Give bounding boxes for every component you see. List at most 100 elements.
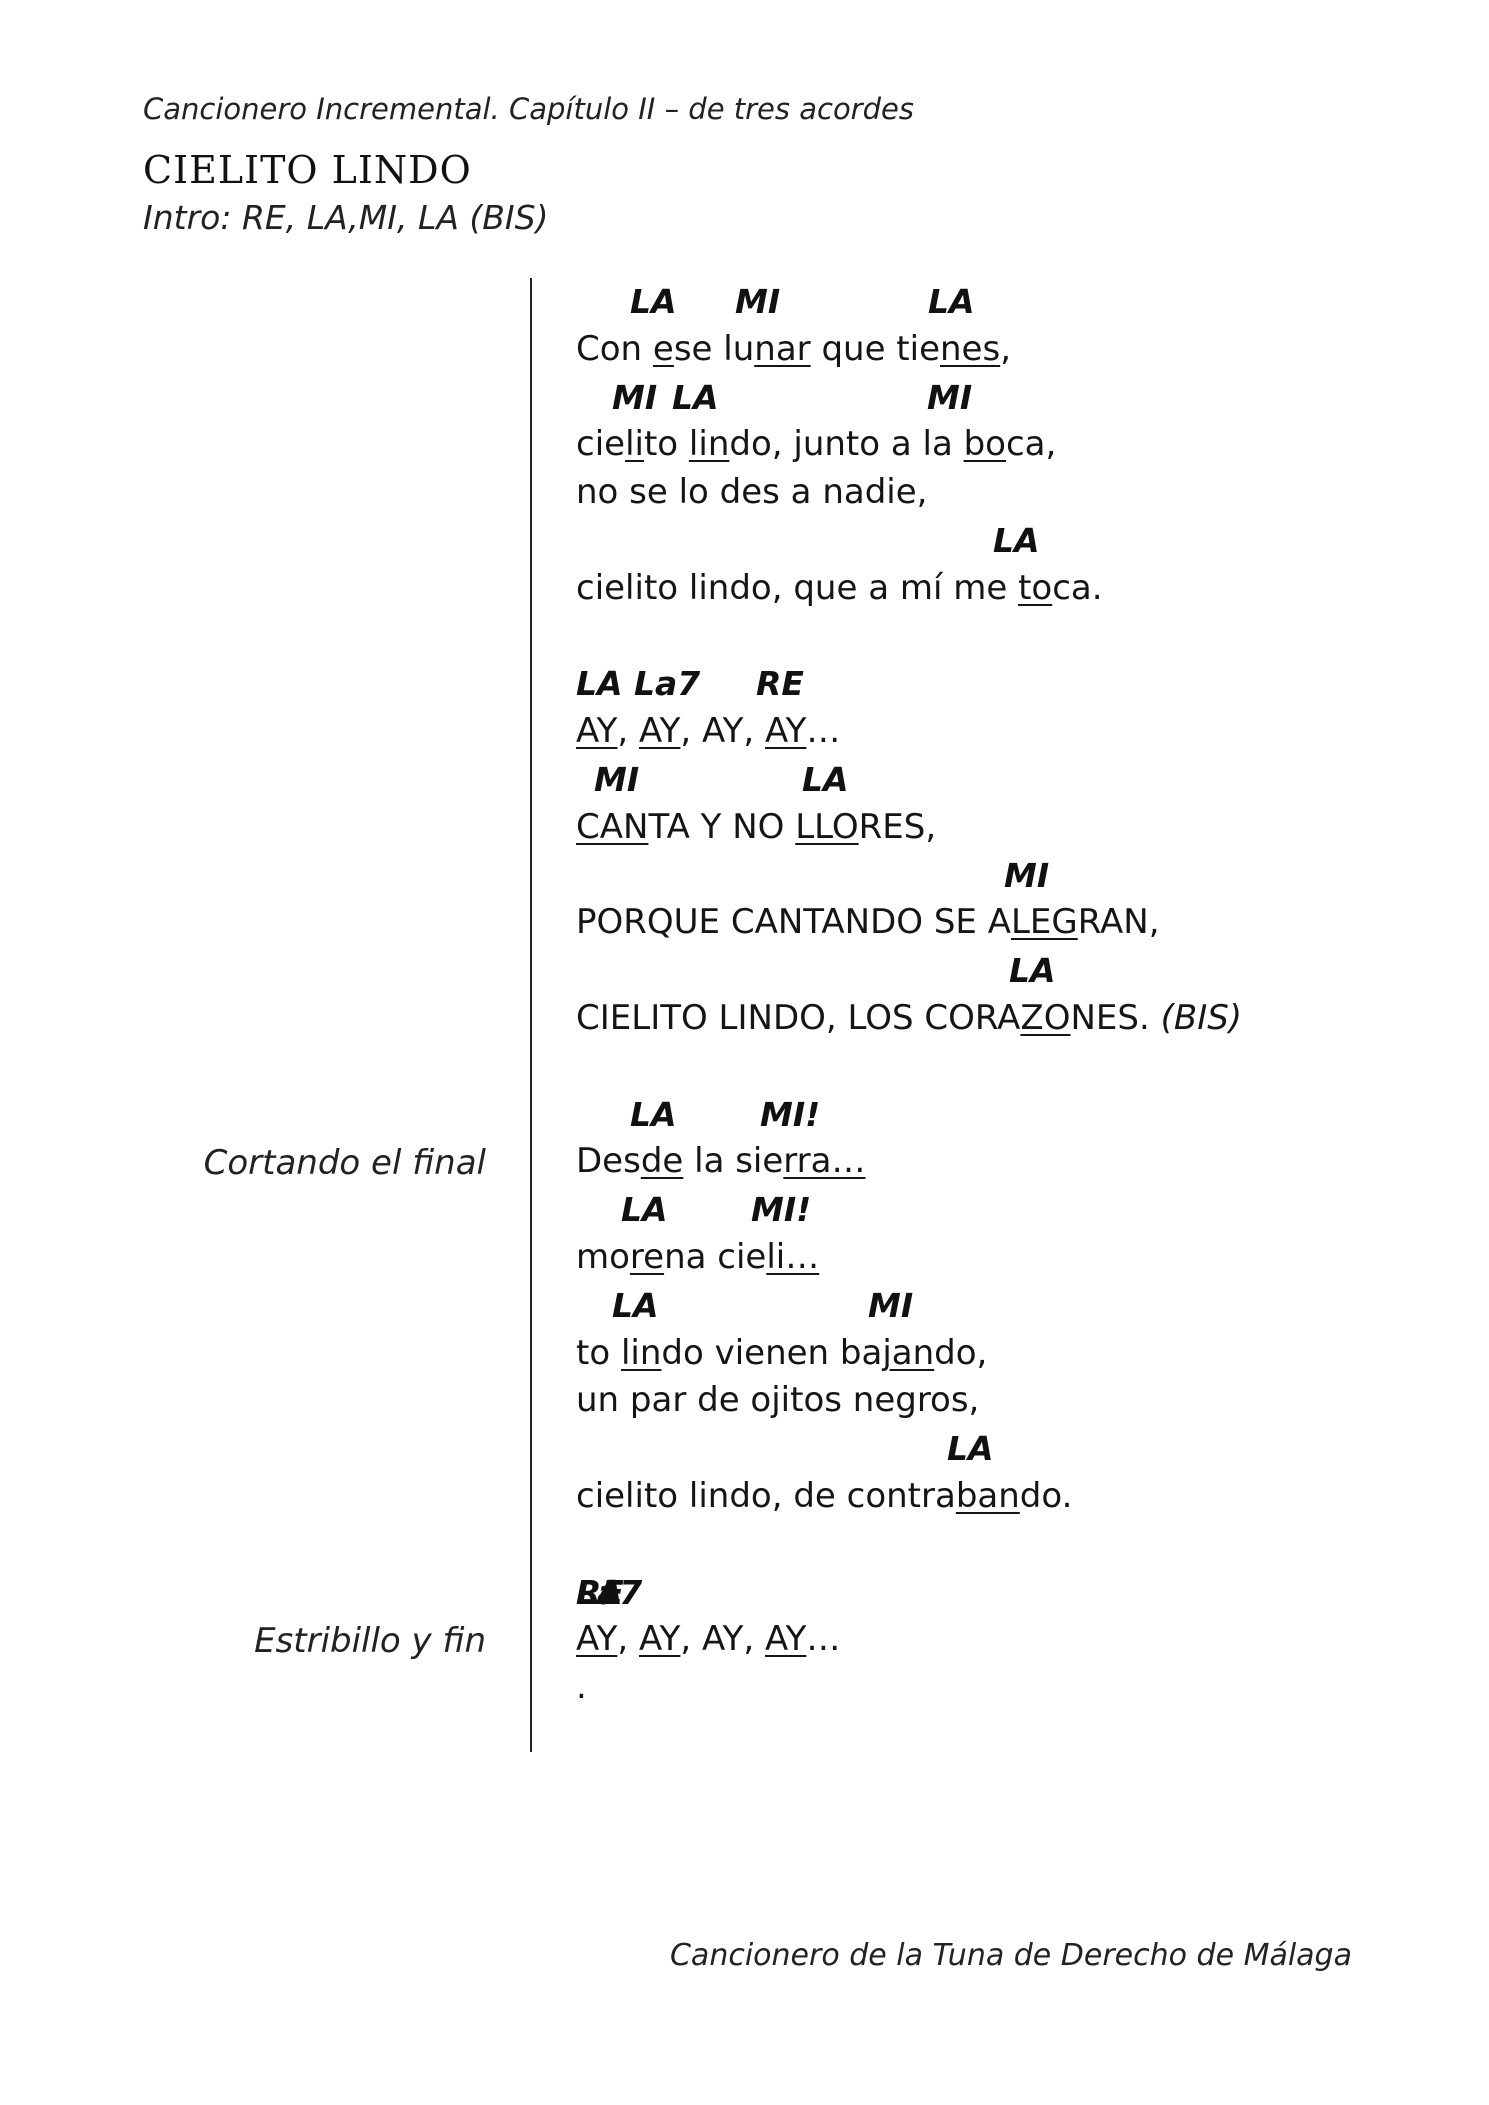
- lyric-text: un par de ojitos negros,: [576, 1380, 979, 1420]
- chord: MI: [735, 282, 781, 321]
- lyric-fragment: do, junto a la: [729, 424, 964, 465]
- stressed-syllable: jan: [882, 1332, 935, 1373]
- chord: LA: [576, 1572, 623, 1612]
- lyric-text: PORQUE CANTANDO SE ALEGRAN,: [576, 902, 1160, 942]
- stressed-syllable: nes: [940, 328, 1001, 369]
- lyric-text: cielito lindo, junto a la boca,: [576, 424, 1056, 464]
- repeat-marker: (BIS): [1160, 997, 1243, 1038]
- stressed-syllable: AY: [576, 1619, 618, 1660]
- chord-line: MI LA: [576, 756, 1436, 804]
- stressed-syllable: re: [629, 1236, 665, 1277]
- stressed-syllable: AY: [765, 1619, 807, 1660]
- chord: LA: [993, 520, 1040, 560]
- lyric-text: morena cieli…: [576, 1237, 819, 1277]
- chord-line: LA MI: [576, 1282, 1436, 1330]
- chord-line: LA MI!: [576, 1091, 1436, 1139]
- lyric-fragment: RES,: [858, 806, 937, 847]
- lyric-line: .: [576, 1664, 1436, 1712]
- chord: MI!: [751, 1190, 812, 1230]
- stanza-gap: [576, 613, 1436, 661]
- lyric-fragment: …: [806, 1619, 841, 1660]
- lyric-text: AY, AY, AY, AY…: [576, 1619, 840, 1659]
- lyric-text: Con ese lunar que tienes,: [576, 329, 1011, 369]
- page-header: Cancionero Incremental. Capítulo II – de…: [143, 92, 914, 237]
- stressed-syllable: rra…: [783, 1141, 866, 1182]
- chord: LA: [947, 1429, 994, 1469]
- stressed-syllable: e: [652, 328, 674, 369]
- stressed-syllable: li: [625, 424, 644, 465]
- lyric-fragment: NES.: [1070, 997, 1161, 1038]
- chord-line: LA: [576, 517, 1436, 565]
- lyric-line: Con ese lunar que tienes,: [576, 326, 1436, 374]
- lyric-fragment: no se lo des a nadie,: [576, 472, 928, 513]
- lyric-fragment: , AY,: [680, 1619, 766, 1660]
- lyric-fragment: la sie: [683, 1141, 784, 1182]
- footer-text: Cancionero de la Tuna de Derecho de Mála…: [669, 1938, 1352, 1973]
- lyric-text: CIELITO LINDO, LOS CORAZONES. (BIS): [576, 998, 1242, 1038]
- stressed-syllable: LEG: [1010, 902, 1078, 943]
- lyric-fragment: do.: [1019, 1475, 1073, 1516]
- stressed-syllable: AY: [765, 711, 807, 752]
- chord: LA: [672, 377, 719, 417]
- lyric-text: Desde la sierra…: [576, 1141, 866, 1181]
- lyric-fragment: ca,: [1005, 424, 1057, 465]
- chord: MI: [594, 759, 640, 799]
- lyric-line: PORQUE CANTANDO SE ALEGRAN,: [576, 899, 1436, 947]
- lyric-fragment: to: [643, 424, 689, 465]
- lyric-fragment: cielito lindo, que a mí me: [576, 567, 1019, 608]
- stressed-syllable: AY: [639, 711, 681, 752]
- lyric-line: to lindo vienen bajando,: [576, 1330, 1436, 1378]
- lyric-text: .: [576, 1667, 587, 1707]
- lyric-fragment: to: [576, 1332, 621, 1373]
- chord: La7: [634, 664, 701, 704]
- lyric-fragment: cielito lindo, de contra: [576, 1475, 956, 1516]
- lyric-fragment: PORQUE CANTANDO SE A: [576, 902, 1011, 943]
- lyric-line: no se lo des a nadie,: [576, 469, 1436, 517]
- chord-line: LA: [576, 1425, 1436, 1473]
- lyric-fragment: Des: [576, 1141, 641, 1182]
- chord: LA: [802, 759, 849, 799]
- lyric-fragment: Con: [576, 328, 653, 369]
- stanza-gap: [576, 1521, 1436, 1569]
- chord: LA: [630, 1094, 677, 1134]
- lyric-line: cielito lindo, de contrabando.: [576, 1473, 1436, 1521]
- lyric-fragment: que tie: [810, 328, 940, 369]
- lyric-line: Desde la sierra…: [576, 1138, 1436, 1186]
- lyric-fragment: cie: [576, 424, 626, 465]
- lyric-fragment: na cie: [664, 1236, 767, 1277]
- song-title: CIELITO LINDO: [143, 148, 472, 192]
- chord-line: LA: [576, 947, 1436, 995]
- margin-note-chorus-end: Estribillo y fin: [254, 1621, 486, 1661]
- lyric-fragment: ,: [617, 1619, 640, 1660]
- lyric-fragment: RAN,: [1077, 902, 1160, 943]
- stressed-syllable: lin: [688, 424, 730, 465]
- intro-chords: Intro: RE, LA,MI, LA (BIS): [143, 198, 549, 237]
- lyric-fragment: CIELITO LINDO, LOS CORA: [576, 997, 1021, 1038]
- stanza-gap: [576, 1043, 1436, 1091]
- lyric-text: no se lo des a nadie,: [576, 472, 927, 512]
- lyric-fragment: ca.: [1052, 567, 1103, 608]
- stressed-syllable: de: [640, 1141, 684, 1182]
- lyric-line: un par de ojitos negros,: [576, 1377, 1436, 1425]
- chord: RE: [756, 664, 804, 704]
- stressed-syllable: CAN: [576, 806, 649, 847]
- stressed-syllable: LLO: [795, 806, 859, 847]
- chord: LA: [630, 282, 677, 321]
- chord: LA: [612, 1285, 659, 1325]
- lyric-fragment: un par de ojitos negros,: [576, 1380, 980, 1421]
- lyric-line: CANTA Y NO LLORES,: [576, 804, 1436, 852]
- chord: LA: [928, 282, 975, 321]
- lyric-line: CIELITO LINDO, LOS CORAZONES. (BIS): [576, 995, 1436, 1043]
- chord-line: LA MI LA: [576, 278, 1436, 326]
- lyric-fragment: mo: [576, 1236, 630, 1277]
- margin-note-cut-ending: Cortando el final: [203, 1143, 486, 1183]
- chord: MI: [1004, 855, 1050, 895]
- lyric-text: cielito lindo, que a mí me toca.: [576, 568, 1103, 608]
- book-title: Cancionero Incremental. Capítulo II – de…: [143, 92, 914, 126]
- chord: La7: [576, 1572, 643, 1612]
- chord: MI!: [760, 1094, 821, 1134]
- chord: MI: [868, 1285, 914, 1325]
